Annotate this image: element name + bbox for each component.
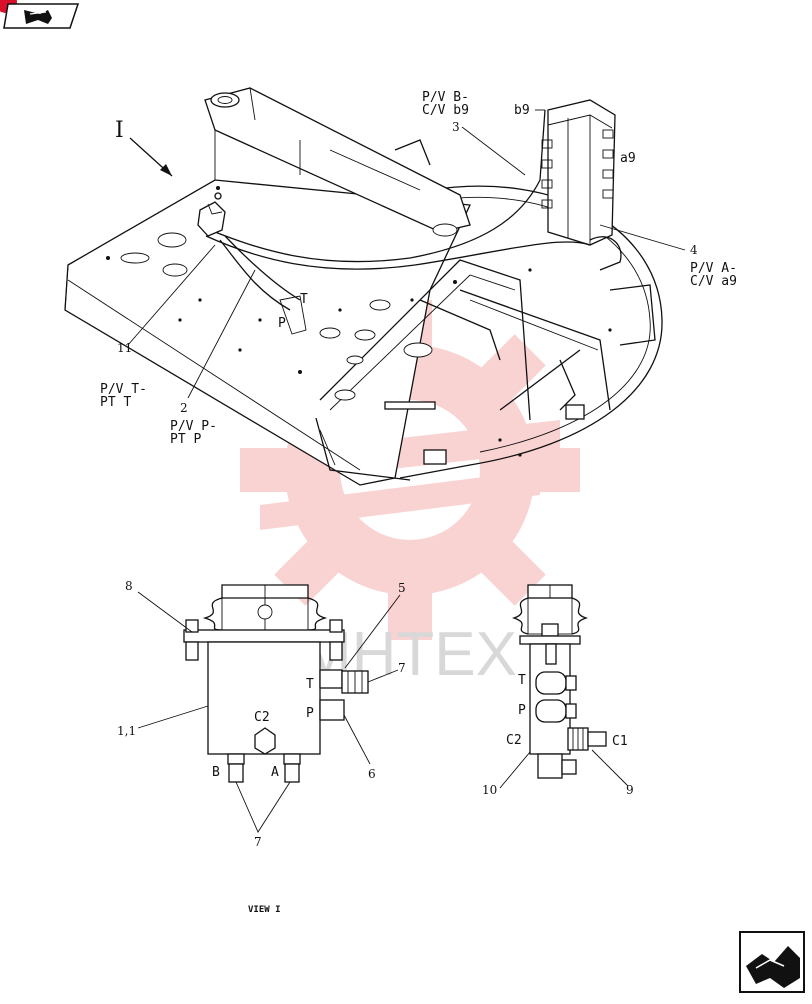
port-label-p: P xyxy=(306,706,314,721)
front-detail-labels: 8 5 7 1,1 6 7 T P C2 B A xyxy=(117,579,406,849)
pilot-valve-side-detail xyxy=(499,584,629,789)
side-port-label-t: T xyxy=(518,673,526,688)
label-pv-a: P/V A- xyxy=(690,261,737,276)
callout-10: 10 xyxy=(482,783,497,797)
port-label-b: B xyxy=(212,765,220,780)
book-arrow-icon xyxy=(739,931,805,993)
label-pt-p: PT P xyxy=(170,432,201,447)
label-port-p-top: P xyxy=(278,316,286,331)
label-a9: a9 xyxy=(620,151,636,166)
callout-5: 5 xyxy=(398,581,406,595)
label-pv-t: P/V T- xyxy=(100,382,147,397)
previous-page-button[interactable] xyxy=(0,0,80,30)
side-detail-labels: T P C2 C1 10 9 xyxy=(482,673,634,797)
port-label-t: T xyxy=(306,677,314,692)
callout-4: 4 xyxy=(690,243,698,257)
label-cv-b9: C/V b9 xyxy=(422,103,469,118)
label-pv-b: P/V B- xyxy=(422,90,469,105)
side-port-label-c1: C1 xyxy=(612,734,628,749)
upper-frame-assembly xyxy=(64,87,663,486)
callout-1-1: 1,1 xyxy=(117,724,136,738)
callout-2: 2 xyxy=(180,401,188,415)
label-cv-a9: C/V a9 xyxy=(690,274,737,289)
pilot-hoses xyxy=(205,109,591,311)
next-page-button[interactable] xyxy=(736,928,808,996)
side-port-label-p: P xyxy=(518,703,526,718)
book-arrow-icon xyxy=(0,0,80,29)
pilot-valve xyxy=(197,192,307,335)
port-label-c2: C2 xyxy=(254,710,270,725)
label-pt-t: PT T xyxy=(100,395,131,410)
pilot-valve-front-detail xyxy=(137,584,401,833)
callout-9: 9 xyxy=(626,783,634,797)
label-port-t-top: T xyxy=(300,292,308,307)
callout-6: 6 xyxy=(368,767,376,781)
label-pv-p: P/V P- xyxy=(170,419,217,434)
side-port-label-c2: C2 xyxy=(506,733,522,748)
callout-7-top: 7 xyxy=(398,661,406,675)
top-view-labels: P/V B- C/V b9 b9 a9 P/V A- C/V a9 P/V T-… xyxy=(100,90,737,447)
view-marker-label: I xyxy=(115,118,124,143)
control-valve xyxy=(541,99,622,271)
view-caption: VIEW I xyxy=(248,905,281,915)
callout-8: 8 xyxy=(125,579,133,593)
label-b9: b9 xyxy=(514,103,530,118)
callout-7-bottom: 7 xyxy=(254,835,262,849)
port-label-a: A xyxy=(271,765,279,780)
callout-3: 3 xyxy=(452,120,460,134)
